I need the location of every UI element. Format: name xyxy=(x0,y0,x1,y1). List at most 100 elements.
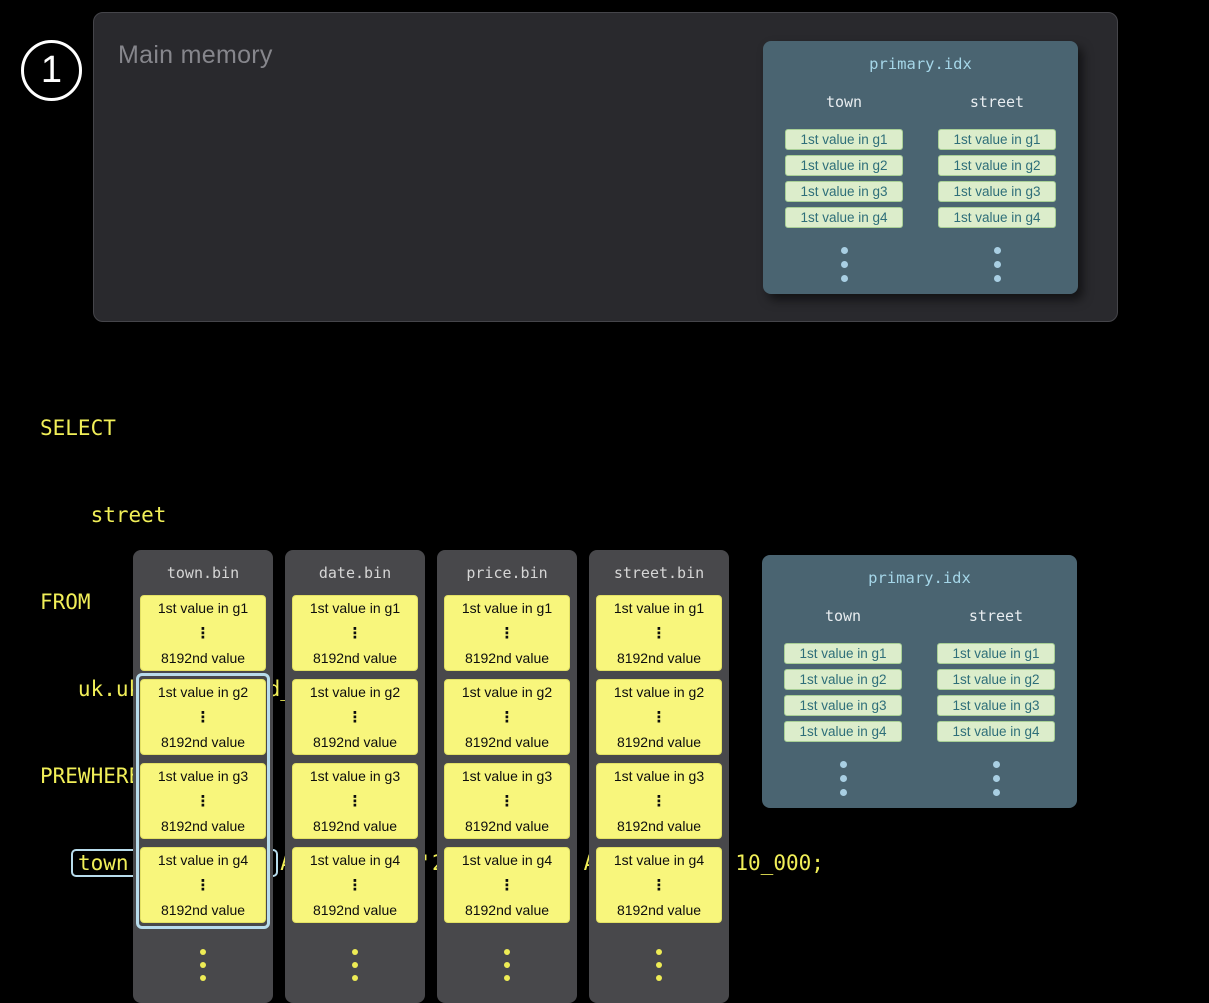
primary-idx-title: primary.idx xyxy=(869,55,972,73)
granule-block: 1st value in g2 ⋮ 8192nd value xyxy=(444,679,570,755)
idx-town-header: town xyxy=(825,93,863,111)
bin-card-town: town.bin 1st value in g1 ⋮ 8192nd value … xyxy=(133,550,273,1003)
granule-first-value: 1st value in g3 xyxy=(613,768,705,784)
idx-street-column: street 1st value in g1 1st value in g2 1… xyxy=(933,607,1059,796)
vertical-ellipsis-icon xyxy=(993,247,1001,282)
granule-first-value: 1st value in g2 xyxy=(461,684,553,700)
granule-first-value: 1st value in g1 xyxy=(461,600,553,616)
vertical-ellipsis-icon xyxy=(839,761,847,796)
granule-first-value: 1st value in g2 xyxy=(613,684,705,700)
granule-first-value: 1st value in g1 xyxy=(309,600,401,616)
step-1-badge: 1 xyxy=(21,40,82,101)
granule-first-value: 1st value in g1 xyxy=(157,600,249,616)
bin-title-price: price.bin xyxy=(466,564,548,582)
granule-ellipsis: ⋮ xyxy=(347,876,363,894)
granule-last-value: 8192nd value xyxy=(616,902,702,918)
idx-town-cell-g2: 1st value in g2 xyxy=(785,155,903,176)
granule-last-value: 8192nd value xyxy=(464,734,550,750)
sql-line-prewhere: PREWHERE xyxy=(40,764,142,788)
granule-ellipsis: ⋮ xyxy=(499,624,515,642)
vertical-ellipsis-icon xyxy=(589,949,729,981)
granule-last-value: 8192nd value xyxy=(160,734,246,750)
granule-block: 1st value in g1 ⋮ 8192nd value xyxy=(596,595,722,671)
granule-ellipsis: ⋮ xyxy=(347,708,363,726)
sql-line-select: SELECT xyxy=(40,416,116,440)
granule-ellipsis: ⋮ xyxy=(499,708,515,726)
primary-idx-card-disk: primary.idx town 1st value in g1 1st val… xyxy=(762,555,1077,808)
granule-block: 1st value in g4 ⋮ 8192nd value xyxy=(292,847,418,923)
idx-street-header: street xyxy=(968,607,1024,625)
granule-ellipsis: ⋮ xyxy=(651,792,667,810)
granule-block: 1st value in g1 ⋮ 8192nd value xyxy=(444,595,570,671)
vertical-ellipsis-icon xyxy=(437,949,577,981)
idx-town-cell-g4: 1st value in g4 xyxy=(785,207,903,228)
sql-line-street: street xyxy=(40,503,167,527)
granule-ellipsis: ⋮ xyxy=(195,876,211,894)
bin-card-price: price.bin 1st value in g1 ⋮ 8192nd value… xyxy=(437,550,577,1003)
idx-town-cell-g4: 1st value in g4 xyxy=(784,721,902,742)
vertical-ellipsis-icon xyxy=(992,761,1000,796)
idx-street-header: street xyxy=(969,93,1025,111)
idx-street-cell-g1: 1st value in g1 xyxy=(937,643,1055,664)
bin-card-street: street.bin 1st value in g1 ⋮ 8192nd valu… xyxy=(589,550,729,1003)
idx-town-cell-g3: 1st value in g3 xyxy=(785,181,903,202)
granule-ellipsis: ⋮ xyxy=(195,792,211,810)
granule-last-value: 8192nd value xyxy=(160,902,246,918)
granule-ellipsis: ⋮ xyxy=(347,792,363,810)
granule-last-value: 8192nd value xyxy=(312,650,398,666)
idx-street-cell-g3: 1st value in g3 xyxy=(938,181,1056,202)
granule-block: 1st value in g2 ⋮ 8192nd value xyxy=(292,679,418,755)
granule-block: 1st value in g3 ⋮ 8192nd value xyxy=(140,763,266,839)
granule-last-value: 8192nd value xyxy=(616,818,702,834)
granule-last-value: 8192nd value xyxy=(312,818,398,834)
idx-town-column: town 1st value in g1 1st value in g2 1st… xyxy=(780,607,906,796)
granule-first-value: 1st value in g4 xyxy=(157,852,249,868)
idx-street-cell-g2: 1st value in g2 xyxy=(938,155,1056,176)
vertical-ellipsis-icon xyxy=(285,949,425,981)
granule-block: 1st value in g3 ⋮ 8192nd value xyxy=(596,763,722,839)
granule-block: 1st value in g3 ⋮ 8192nd value xyxy=(444,763,570,839)
bin-title-date: date.bin xyxy=(318,564,392,582)
granule-block: 1st value in g4 ⋮ 8192nd value xyxy=(140,847,266,923)
granule-first-value: 1st value in g2 xyxy=(157,684,249,700)
idx-town-cell-g3: 1st value in g3 xyxy=(784,695,902,716)
idx-street-cell-g2: 1st value in g2 xyxy=(937,669,1055,690)
idx-street-column: street 1st value in g1 1st value in g2 1… xyxy=(934,93,1060,282)
idx-town-column: town 1st value in g1 1st value in g2 1st… xyxy=(781,93,907,282)
idx-town-cell-g2: 1st value in g2 xyxy=(784,669,902,690)
granule-last-value: 8192nd value xyxy=(616,734,702,750)
granule-ellipsis: ⋮ xyxy=(195,624,211,642)
idx-town-cell-g1: 1st value in g1 xyxy=(785,129,903,150)
granule-last-value: 8192nd value xyxy=(160,650,246,666)
main-memory-panel: Main memory primary.idx town 1st value i… xyxy=(93,12,1118,322)
idx-street-cell-g3: 1st value in g3 xyxy=(937,695,1055,716)
idx-street-cell-g1: 1st value in g1 xyxy=(938,129,1056,150)
granule-ellipsis: ⋮ xyxy=(499,876,515,894)
granule-block: 1st value in g1 ⋮ 8192nd value xyxy=(140,595,266,671)
granule-first-value: 1st value in g4 xyxy=(309,852,401,868)
granule-last-value: 8192nd value xyxy=(616,650,702,666)
granule-first-value: 1st value in g3 xyxy=(461,768,553,784)
sql-line-from: FROM xyxy=(40,590,91,614)
granule-block: 1st value in g2 ⋮ 8192nd value xyxy=(596,679,722,755)
bin-card-date: date.bin 1st value in g1 ⋮ 8192nd value … xyxy=(285,550,425,1003)
granule-ellipsis: ⋮ xyxy=(651,876,667,894)
granule-block: 1st value in g2 ⋮ 8192nd value xyxy=(140,679,266,755)
granule-last-value: 8192nd value xyxy=(464,902,550,918)
idx-street-cell-g4: 1st value in g4 xyxy=(938,207,1056,228)
idx-town-cell-g1: 1st value in g1 xyxy=(784,643,902,664)
granule-block: 1st value in g1 ⋮ 8192nd value xyxy=(292,595,418,671)
granule-first-value: 1st value in g1 xyxy=(613,600,705,616)
idx-street-cell-g4: 1st value in g4 xyxy=(937,721,1055,742)
granule-first-value: 1st value in g4 xyxy=(461,852,553,868)
granule-block: 1st value in g3 ⋮ 8192nd value xyxy=(292,763,418,839)
vertical-ellipsis-icon xyxy=(840,247,848,282)
granule-last-value: 8192nd value xyxy=(160,818,246,834)
vertical-ellipsis-icon xyxy=(133,949,273,981)
granule-last-value: 8192nd value xyxy=(312,902,398,918)
bin-title-town: town.bin xyxy=(166,564,240,582)
granule-last-value: 8192nd value xyxy=(464,650,550,666)
granule-ellipsis: ⋮ xyxy=(347,624,363,642)
granule-ellipsis: ⋮ xyxy=(651,708,667,726)
